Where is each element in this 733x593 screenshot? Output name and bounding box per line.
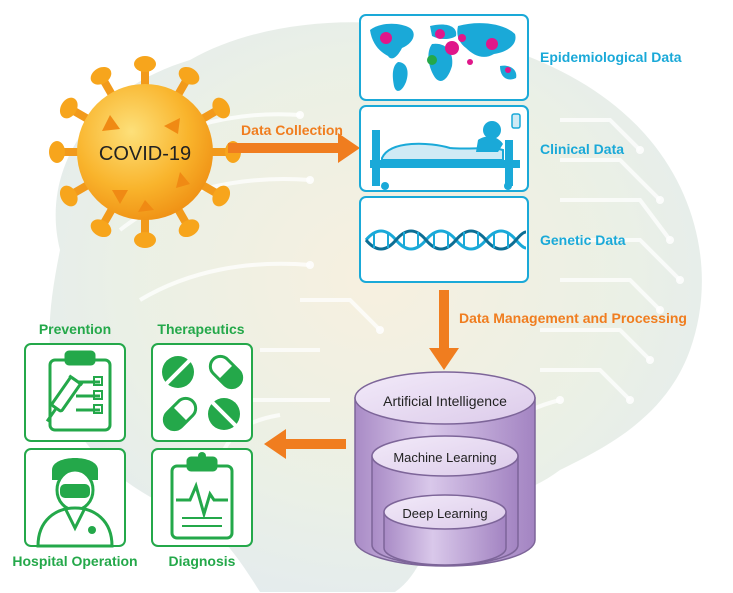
dna-helix-icon	[364, 229, 527, 251]
ai-label: Artificial Intelligence	[383, 393, 507, 409]
genetic-label: Genetic Data	[540, 232, 626, 248]
genetic-panel: Genetic Data	[359, 196, 626, 283]
clinical-label: Clinical Data	[540, 141, 624, 157]
ml-label: Machine Learning	[393, 450, 496, 465]
prevention-tile: Prevention	[24, 321, 126, 442]
prevention-label: Prevention	[39, 321, 111, 337]
clipboard-ecg-icon	[170, 452, 234, 540]
data-collection-arrow: Data Collection	[228, 122, 360, 163]
epidemiological-panel: Epidemiological Data	[359, 14, 682, 101]
diagnosis-tile: Diagnosis	[151, 448, 253, 569]
covid-virus-icon: COVID-19	[49, 56, 241, 248]
therapeutics-label: Therapeutics	[157, 321, 244, 337]
data-management-arrow: Data Management and Processing	[429, 290, 687, 370]
world-map-icon	[370, 23, 517, 91]
doctor-icon	[36, 458, 114, 548]
applications-arrow	[264, 429, 346, 459]
dl-label: Deep Learning	[402, 506, 487, 521]
clipboard-syringe-icon	[45, 350, 112, 432]
therapeutics-tile: Therapeutics	[151, 321, 253, 442]
diagnosis-label: Diagnosis	[169, 553, 236, 569]
hospital-bed-icon	[370, 113, 521, 190]
data-management-label: Data Management and Processing	[459, 310, 687, 326]
hospital-operation-label: Hospital Operation	[12, 553, 137, 569]
pills-icon	[162, 354, 244, 432]
hospital-operation-tile: Hospital Operation	[12, 448, 138, 569]
covid-label: COVID-19	[99, 143, 191, 165]
clinical-panel: Clinical Data	[359, 105, 624, 192]
data-collection-label: Data Collection	[241, 122, 343, 138]
epidemiological-label: Epidemiological Data	[540, 49, 682, 65]
ai-cylinder: Artificial Intelligence Machine Learning…	[354, 371, 536, 567]
